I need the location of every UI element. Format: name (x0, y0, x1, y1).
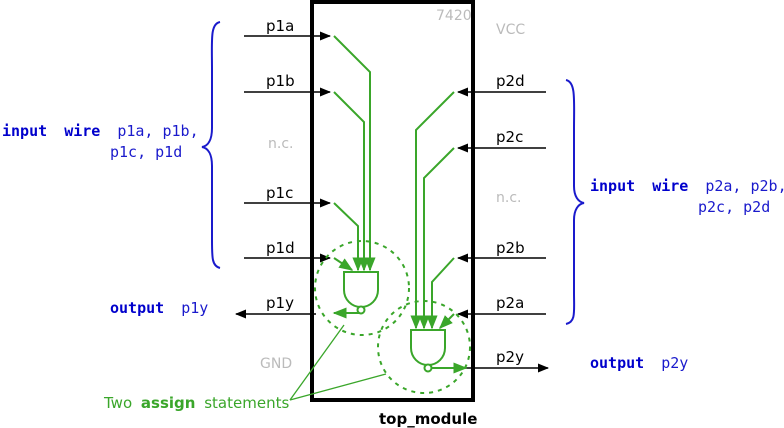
keyword-input-left: input (2, 122, 47, 140)
pin-label-p2d: p2d (496, 72, 525, 90)
gate2-wiring (410, 91, 468, 374)
nand-bubble-1 (356, 305, 366, 315)
nand-bubble-2 (423, 363, 433, 373)
chip-part-number: 7420 (436, 8, 472, 24)
nand-gate-1 (343, 271, 379, 308)
left-brace (201, 21, 221, 269)
keyword-input-right: input (590, 177, 635, 195)
left-inputs-line2: p1c, p1d (110, 143, 182, 161)
pin-label-p1y: p1y (266, 294, 294, 312)
keyword-wire-left: wire (64, 122, 100, 140)
nc-label-left: n.c. (268, 136, 293, 152)
right-inputs-declaration: input wire p2a, p2b, (590, 177, 784, 195)
pin-label-p2c: p2c (496, 128, 523, 146)
module-name: top_module (379, 410, 477, 428)
keyword-wire-right: wire (652, 177, 688, 195)
gnd-label: GND (260, 356, 292, 372)
left-output-name: p1y (181, 299, 208, 317)
keyword-output-right: output (590, 354, 644, 372)
pin-label-p2b: p2b (496, 239, 525, 257)
assign-annotation: Two assign statements (103, 394, 289, 412)
gate1-highlight-circle (314, 240, 410, 336)
nand-gate-2 (410, 329, 446, 366)
annotation-pointer-2 (289, 373, 387, 401)
annotation-pointer-1 (289, 324, 345, 401)
right-brace (565, 79, 585, 325)
annotation-keyword: assign (141, 394, 196, 412)
annotation-prefix: Two (103, 394, 132, 412)
chip-body (310, 0, 475, 402)
vcc-label: VCC (496, 22, 525, 38)
pin-label-p1c: p1c (266, 184, 293, 202)
pin-label-p1b: p1b (266, 72, 295, 90)
left-output-declaration: output p1y (110, 299, 208, 317)
pin-label-p1d: p1d (266, 239, 295, 257)
right-output-name: p2y (661, 354, 688, 372)
left-inputs-declaration: input wire p1a, p1b, (2, 122, 199, 140)
gate1-wiring (332, 35, 376, 319)
keyword-output-left: output (110, 299, 164, 317)
right-output-declaration: output p2y (590, 354, 688, 372)
pin-label-p2a: p2a (496, 294, 524, 312)
right-inputs-line2: p2c, p2d (698, 198, 770, 216)
nc-label-right: n.c. (496, 190, 521, 206)
pin-label-p2y: p2y (496, 348, 524, 366)
annotation-suffix: statements (204, 394, 289, 412)
pin-label-p1a: p1a (266, 17, 294, 35)
gate2-highlight-circle (377, 300, 471, 394)
right-inputs-line1: p2a, p2b, (705, 177, 784, 195)
left-inputs-line1: p1a, p1b, (117, 122, 198, 140)
